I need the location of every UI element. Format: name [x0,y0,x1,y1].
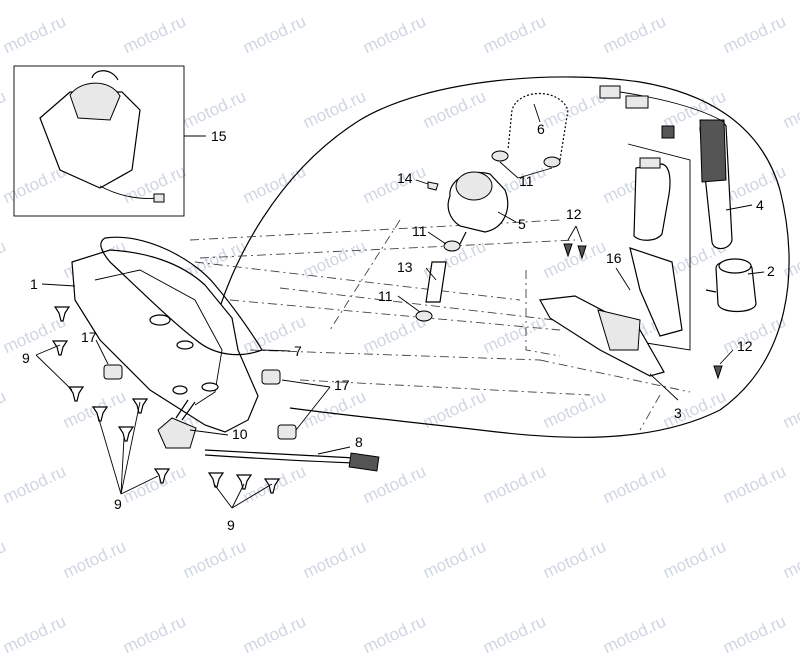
callout-11-bottom: 11 [378,288,393,304]
part-9-screw [91,406,109,422]
outline-loop [211,76,790,438]
callout-1: 1 [30,276,38,292]
part-9-screw [51,340,69,356]
callout-9-left: 9 [22,350,30,366]
callout-5: 5 [518,216,526,232]
part-9-screw [153,468,171,484]
part-9-screw [67,386,85,402]
callout-13: 13 [397,259,413,275]
callout-14: 14 [397,170,413,186]
callout-17-right: 17 [334,377,350,393]
part-13-tube [425,261,447,303]
callout-6: 6 [537,121,545,137]
inset-box [13,65,185,217]
part-9-screws [51,306,281,494]
watermark-text: motod.ru [720,611,789,658]
callout-3: 3 [674,405,682,421]
callout-10: 10 [232,426,248,442]
part-9-screw [207,472,225,488]
callout-12-right: 12 [737,338,753,354]
callout-12-top: 12 [566,206,582,222]
part-11-clamp-a [491,150,509,162]
watermark-text: motod.ru [480,611,549,658]
callout-9-bottom-left: 9 [114,496,122,512]
part-3-tray [539,295,665,377]
part-5-filter [447,171,509,245]
part-2-cap [705,258,757,313]
callout-labels: 1 2 3 4 5 6 7 8 9 9 9 10 11 11 11 12 12 … [22,121,775,533]
callout-15: 15 [211,128,227,144]
part-12-screw-b [577,245,587,260]
part-8-harness [204,449,380,472]
part-9-screw [117,426,135,442]
watermark-text: motod.ru [0,611,69,658]
watermark-text: motod.ru [240,611,309,658]
callout-7: 7 [294,343,302,359]
part-12-screw-c [713,365,723,380]
callout-4: 4 [756,197,764,213]
part-17-pad-c [277,424,297,440]
guide-lines [189,219,641,396]
part-14-clip [427,181,439,191]
part-9-screw [263,478,281,494]
callout-16: 16 [606,250,622,266]
part-17-pad-a [103,364,123,380]
part-7-gasket [100,236,263,356]
inset-pump-assembly [39,70,165,203]
part-10-connector [157,399,197,449]
part-9-screw [53,306,71,322]
part-6-hose [505,91,571,161]
part-4-sensor [599,85,733,250]
callout-11-top: 11 [519,173,534,189]
watermark-text: motod.ru [600,611,669,658]
part-17-pad-b [261,369,281,385]
leader-lines [35,103,765,509]
part-12-screw-a [563,243,573,258]
watermark-text: motod.ru [120,611,189,658]
part-1-flange [71,249,259,433]
callout-9-bottom: 9 [227,517,235,533]
part-11-clamp-c [443,240,461,252]
callout-17-left: 17 [81,329,97,345]
part-9-screw [131,398,149,414]
callout-8: 8 [355,434,363,450]
watermark-text: motod.ru [360,611,429,658]
part-9-screw [235,474,253,490]
part-11-clamp-d [415,310,433,322]
callout-11-middle: 11 [412,223,427,239]
exploded-parts-diagram: 1 2 3 4 5 6 7 8 9 9 9 10 11 11 11 12 12 … [13,65,790,533]
part-16-bracket [627,143,691,351]
callout-2: 2 [767,263,775,279]
part-11-clamp-b [543,156,561,168]
